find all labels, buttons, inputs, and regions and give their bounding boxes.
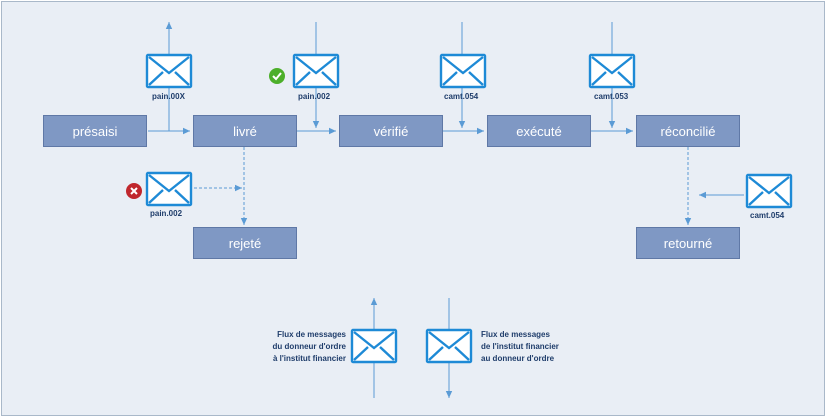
envelope-icon bbox=[145, 53, 193, 89]
legend-incoming-line1: Flux de messages bbox=[481, 330, 550, 339]
label-camt053: camt.053 bbox=[594, 92, 629, 101]
check-circle-icon bbox=[269, 68, 285, 84]
label-camt054-side: camt.054 bbox=[750, 211, 785, 220]
envelope-icon bbox=[439, 53, 487, 89]
legend-outgoing-line1: Flux de messages bbox=[277, 330, 346, 339]
legend-outgoing: Flux de messages du donneur d'ordre à l'… bbox=[238, 329, 346, 365]
state-reconcilie: réconcilié bbox=[636, 115, 740, 147]
envelope-icon bbox=[745, 173, 793, 209]
state-livre: livré bbox=[193, 115, 297, 147]
legend-incoming-line3: au donneur d'ordre bbox=[481, 354, 555, 363]
label-pain002-err: pain.002 bbox=[150, 209, 183, 218]
label-pain002-ok: pain.002 bbox=[298, 92, 331, 101]
state-presaisi: présaisi bbox=[43, 115, 147, 147]
envelope-icon bbox=[588, 53, 636, 89]
state-rejete: rejeté bbox=[193, 227, 297, 259]
envelope-icon bbox=[425, 328, 473, 364]
x-circle-icon bbox=[126, 183, 142, 199]
label-pain00x: pain.00X bbox=[152, 92, 185, 101]
label-camt054-top: camt.054 bbox=[444, 92, 479, 101]
envelope-icon bbox=[145, 171, 193, 207]
state-retourne: retourné bbox=[636, 227, 740, 259]
legend-incoming-line2: de l'institut financier bbox=[481, 342, 559, 351]
legend-outgoing-line3: à l'institut financier bbox=[272, 354, 346, 363]
legend-outgoing-line2: du donneur d'ordre bbox=[272, 342, 346, 351]
envelope-icon bbox=[292, 53, 340, 89]
state-verifie: vérifié bbox=[339, 115, 443, 147]
legend-incoming: Flux de messages de l'institut financier… bbox=[481, 329, 601, 365]
state-execute: exécuté bbox=[487, 115, 591, 147]
envelope-icon bbox=[350, 328, 398, 364]
